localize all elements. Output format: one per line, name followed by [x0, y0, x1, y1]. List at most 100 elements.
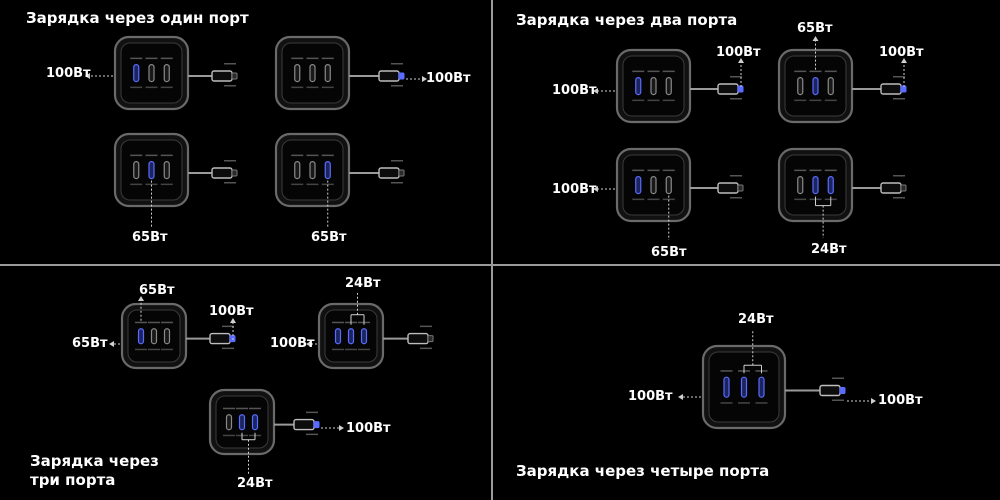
- usb-c-port-icon: [294, 161, 301, 180]
- watt-label: 100Вт: [46, 66, 91, 81]
- port-label-mark: [130, 57, 143, 60]
- plug-tip: [231, 169, 238, 177]
- usb-c-plug-icon: [378, 70, 400, 82]
- arrow-icon: [812, 36, 819, 41]
- port-label-mark: [160, 57, 173, 60]
- port-label-mark: [145, 57, 158, 60]
- usb-c-port-icon: [650, 176, 657, 195]
- active-usb-c-port-icon: [758, 376, 765, 398]
- watt-label: 24Вт: [345, 276, 381, 291]
- port-label-mark: [291, 183, 304, 186]
- plug-label-mark: [832, 399, 844, 401]
- arrow-icon: [85, 73, 90, 79]
- usb-c-plug-icon: [211, 70, 233, 82]
- vertical-divider: [491, 0, 493, 500]
- plug-label-mark: [730, 98, 742, 100]
- arrow-icon: [593, 88, 598, 94]
- usb-c-port-icon: [294, 63, 301, 83]
- port-label-mark: [662, 169, 675, 172]
- usb-c-plug-icon: [378, 167, 400, 179]
- arrow-icon: [109, 341, 114, 347]
- port-label-mark: [148, 348, 160, 351]
- port-label-mark: [632, 99, 645, 102]
- plug-label-mark: [893, 197, 905, 199]
- active-usb-c-port-icon: [740, 376, 748, 398]
- port-label-mark: [632, 169, 645, 172]
- port-label-mark: [291, 154, 304, 157]
- plug-label-mark: [391, 182, 403, 184]
- port-label-mark: [321, 86, 334, 89]
- usb-c-plug-icon: [717, 83, 739, 95]
- plug-label-mark: [391, 160, 403, 162]
- usb-c-plug-icon: [880, 182, 902, 194]
- port-label-mark: [794, 198, 807, 201]
- port-label-mark: [306, 57, 319, 60]
- plug-label-mark: [730, 76, 742, 78]
- active-usb-c-port-icon: [812, 76, 819, 96]
- watt-label: 24Вт: [738, 312, 774, 327]
- plug-label-mark: [222, 347, 234, 350]
- port-label-mark: [321, 57, 334, 60]
- usb-c-port-icon: [797, 176, 804, 195]
- plug-label-mark: [224, 85, 236, 87]
- plug-tip: [398, 72, 405, 80]
- port-label-mark: [332, 348, 344, 351]
- plug-label-mark: [306, 433, 318, 436]
- port-label-mark: [647, 198, 660, 201]
- arrow-icon: [901, 58, 907, 63]
- usb-c-plug-icon: [211, 167, 233, 179]
- plug-label-mark: [420, 325, 432, 328]
- port-label-mark: [738, 402, 750, 404]
- plug-label-mark: [224, 63, 236, 65]
- port-label-mark: [321, 154, 334, 157]
- usb-c-port-icon: [309, 161, 316, 180]
- active-usb-c-port-icon: [635, 176, 642, 195]
- usb-c-plug-icon: [717, 182, 739, 194]
- port-label-mark: [824, 99, 837, 102]
- port-label-mark: [647, 70, 660, 73]
- port-label-mark: [720, 402, 733, 404]
- arrow-icon: [230, 318, 236, 323]
- arrow-icon: [738, 58, 744, 63]
- active-usb-c-port-icon: [347, 328, 355, 345]
- plug-label-mark: [893, 76, 905, 78]
- port-label-mark: [291, 86, 304, 89]
- panel-title-three-ports-line2: три порта: [30, 471, 116, 489]
- port-label-mark: [809, 169, 822, 172]
- active-usb-c-port-icon: [324, 161, 331, 180]
- usb-c-port-icon: [324, 63, 331, 83]
- port-label-mark: [794, 99, 807, 102]
- port-label-mark: [321, 183, 334, 186]
- port-label-mark: [145, 154, 158, 157]
- active-usb-c-port-icon: [334, 328, 342, 345]
- watt-label: 100Вт: [270, 336, 315, 351]
- plug-tip: [231, 72, 238, 80]
- plug-label-mark: [832, 377, 844, 379]
- port-label-mark: [647, 99, 660, 102]
- plug-tip: [839, 387, 846, 394]
- watt-label: 24Вт: [237, 476, 273, 491]
- port-label-mark: [306, 154, 319, 157]
- watt-label: 100Вт: [346, 421, 391, 436]
- arrow-icon: [306, 341, 311, 347]
- arrow-icon: [138, 296, 144, 301]
- port-label-mark: [135, 348, 147, 351]
- panel-title-one-port: Зарядка через один порт: [26, 9, 249, 27]
- active-usb-c-port-icon: [827, 176, 834, 195]
- port-label-mark: [306, 86, 319, 89]
- usb-c-plug-icon: [880, 83, 902, 95]
- plug-label-mark: [391, 63, 403, 65]
- plug-tip: [900, 184, 907, 192]
- port-label-mark: [161, 321, 173, 324]
- watt-label: 100Вт: [552, 182, 597, 197]
- usb-c-port-icon: [309, 63, 316, 83]
- port-label-mark: [148, 321, 160, 324]
- panel-title-four-ports: Зарядка через четыре порта: [516, 462, 770, 480]
- port-label-mark: [249, 407, 261, 410]
- arrow-icon: [678, 394, 683, 400]
- active-usb-c-port-icon: [723, 376, 730, 398]
- usb-c-port-icon: [133, 161, 140, 180]
- plug-label-mark: [893, 175, 905, 177]
- arrow-icon: [339, 425, 344, 431]
- watt-label: 100Вт: [878, 393, 923, 408]
